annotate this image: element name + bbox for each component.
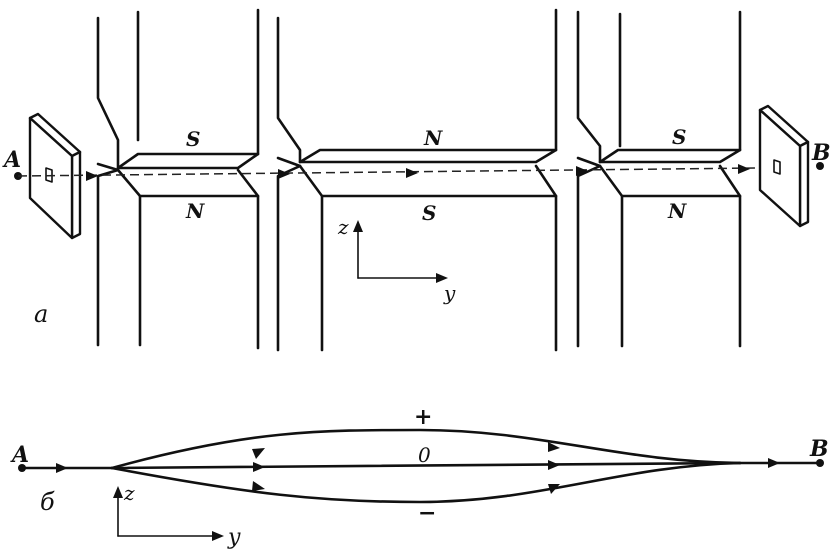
point-a-label: A — [2, 147, 21, 173]
bottom-panel-label: б — [40, 488, 55, 516]
path-zero — [110, 461, 742, 470]
point-b-dot — [816, 162, 824, 170]
bottom-axis-y-label: y — [227, 525, 241, 550]
magnet-2 — [276, 8, 558, 352]
bottom-axes: z y — [113, 481, 241, 550]
beam-arrow-5 — [738, 164, 750, 174]
path-plus-arrow-1 — [252, 448, 265, 459]
magnet-1-bottom-pole: N — [185, 199, 205, 223]
path-plus — [110, 428, 742, 470]
magnet-3-top-pole: S — [672, 125, 686, 149]
incoming-arrow — [56, 463, 68, 473]
path-zero-arrow-1 — [253, 462, 265, 472]
path-zero-label: 0 — [418, 443, 431, 467]
magnet-3 — [576, 10, 742, 348]
bottom-panel: A B + 0 − z y б — [10, 404, 829, 550]
top-axes: z y — [337, 215, 456, 305]
source-plate — [28, 112, 82, 240]
bottom-axis-z-label: z — [123, 481, 135, 505]
top-axis-y-label: y — [443, 281, 456, 305]
beam-arrow-1 — [86, 171, 98, 181]
magnet-1-top-pole: S — [186, 127, 200, 151]
magnet-2-bottom-pole: S — [422, 201, 436, 225]
beam-arrow-3 — [406, 168, 418, 178]
beam-path — [17, 167, 759, 177]
outgoing-arrow — [768, 458, 780, 468]
path-plus-label: + — [414, 404, 432, 430]
bottom-point-a-label: A — [10, 442, 29, 468]
detector-slit — [773, 159, 781, 175]
magnet-1 — [96, 8, 260, 350]
magnet-3-bottom-pole: N — [667, 199, 687, 223]
path-minus-arrow-2 — [548, 484, 560, 494]
bottom-point-b-label: B — [809, 436, 829, 462]
path-minus — [110, 461, 742, 504]
beam-arrow-4 — [576, 166, 588, 176]
path-minus-arrow-1 — [252, 481, 265, 491]
beam-arrow-2 — [278, 169, 290, 179]
detector-plate — [758, 104, 810, 228]
top-panel: A B — [2, 8, 831, 352]
top-axis-z-label: z — [337, 215, 349, 239]
source-slit — [45, 167, 53, 183]
magnet-2-top-pole: N — [423, 126, 443, 150]
path-plus-arrow-2 — [548, 442, 560, 452]
point-b-label: B — [811, 140, 831, 166]
path-zero-arrow-2 — [548, 460, 560, 470]
top-panel-label: a — [34, 300, 48, 328]
path-minus-label: − — [418, 500, 436, 526]
